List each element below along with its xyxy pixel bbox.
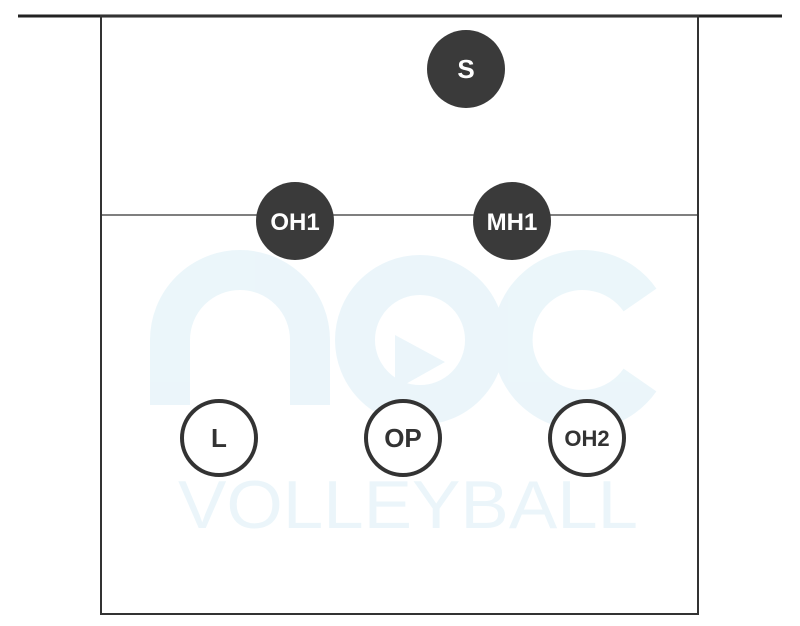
player-libero: L bbox=[180, 399, 258, 477]
player-middle-hitter-1: MH1 bbox=[473, 182, 551, 260]
player-setter: S bbox=[427, 30, 505, 108]
player-outside-hitter-1: OH1 bbox=[256, 182, 334, 260]
play-triangle-icon bbox=[395, 335, 445, 390]
player-label: OP bbox=[384, 423, 422, 453]
player-outside-hitter-2: OH2 bbox=[548, 399, 626, 477]
player-opposite: OP bbox=[364, 399, 442, 477]
player-label: L bbox=[211, 423, 227, 453]
aoc-logo-mark bbox=[150, 250, 657, 430]
court-boundary bbox=[100, 15, 699, 615]
player-label: OH1 bbox=[270, 209, 319, 236]
player-label: MH1 bbox=[487, 209, 538, 236]
player-label: OH2 bbox=[564, 426, 609, 451]
watermark-text: VOLLEYBALL bbox=[178, 467, 638, 543]
player-label: S bbox=[457, 54, 474, 84]
